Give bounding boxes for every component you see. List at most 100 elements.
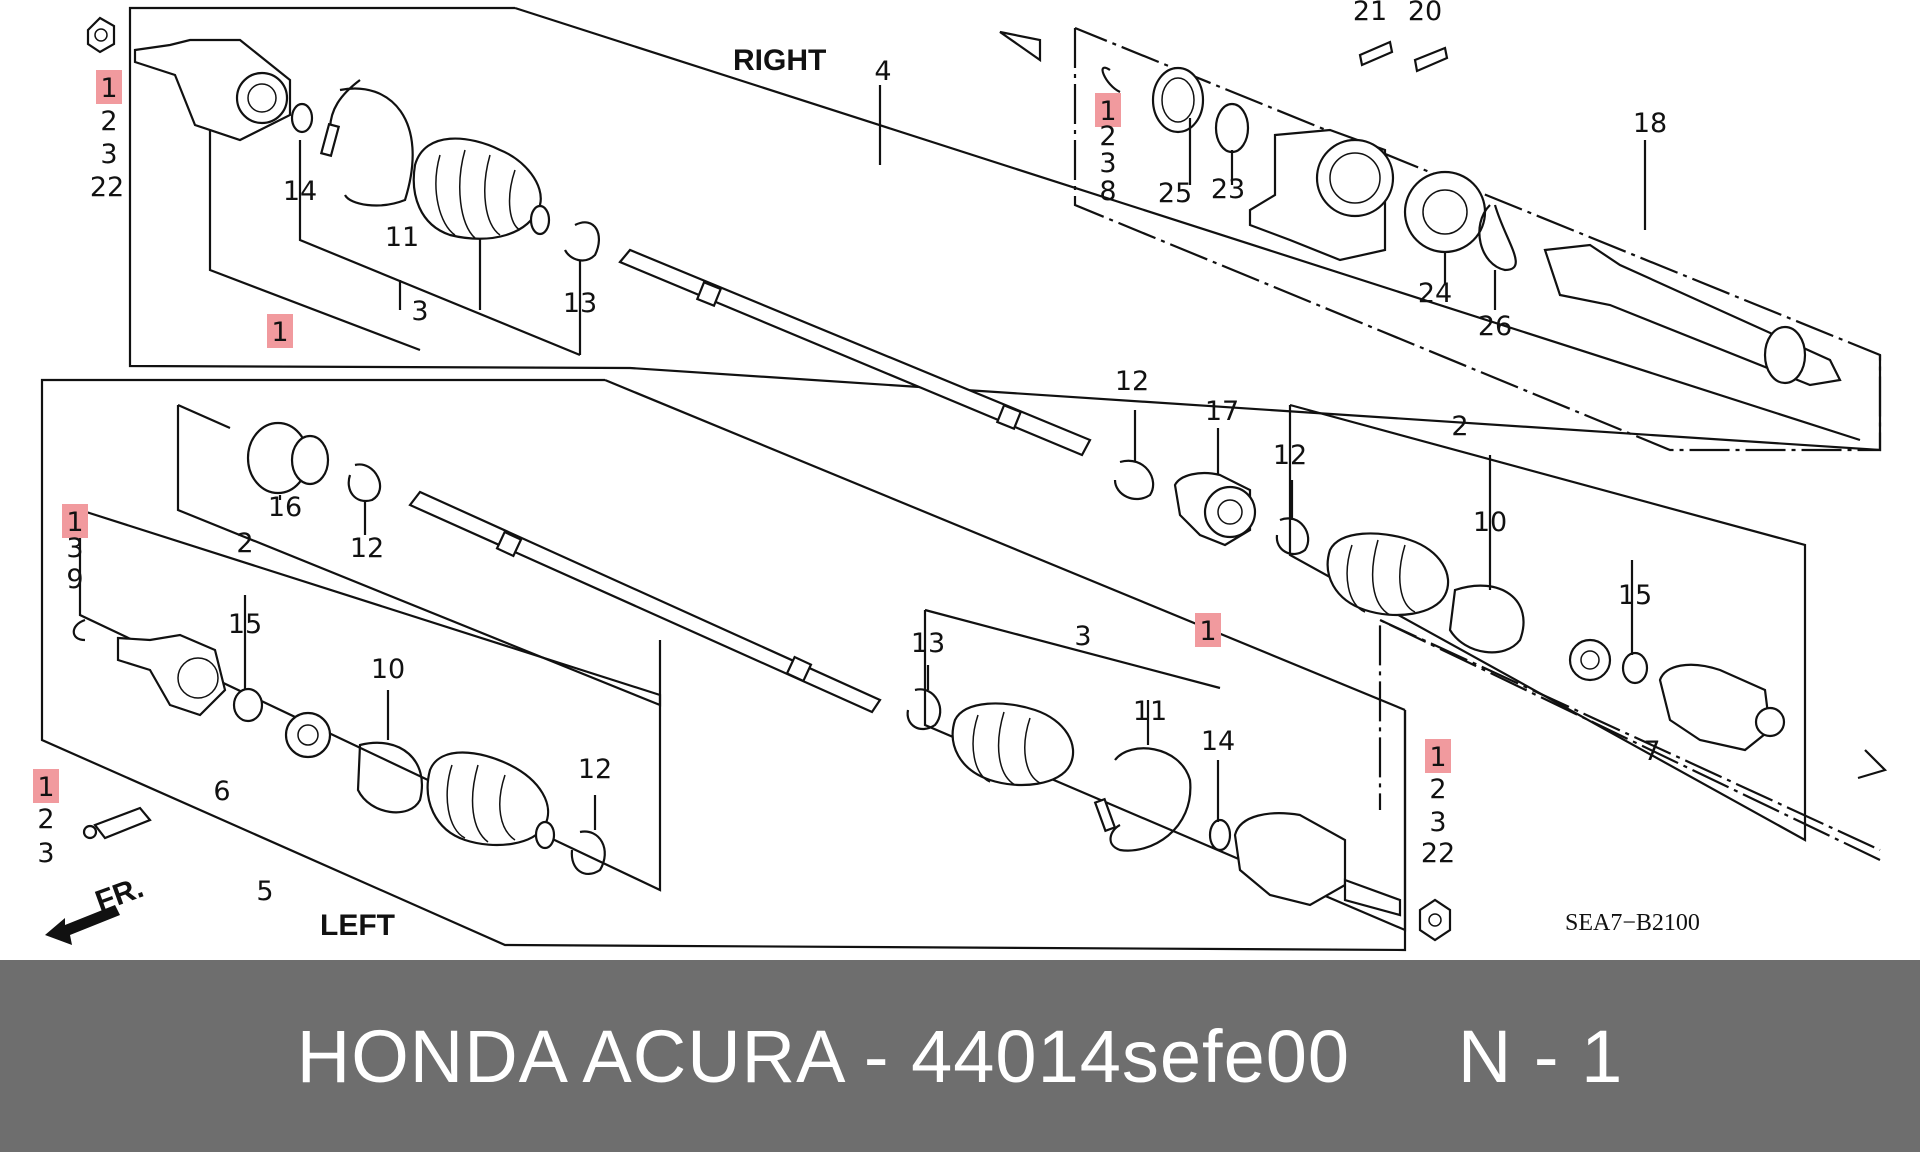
footer-bar: HONDA ACURA - 44014sefe00 N - 1 <box>0 960 1920 1152</box>
callout-6: 6 <box>213 776 230 807</box>
left-inner-kit-box <box>176 405 662 707</box>
leader-14 <box>298 140 581 357</box>
callout-number: 2 <box>1099 121 1116 152</box>
callout-15: 15 <box>228 609 262 640</box>
callout-12: 12 <box>578 754 612 785</box>
callout-number: 8 <box>1099 176 1116 207</box>
callout-highlight <box>96 70 122 104</box>
callout-number: 3 <box>1429 807 1446 838</box>
callout-3: 3 <box>100 139 117 170</box>
callout-number: 22 <box>1421 838 1455 869</box>
callout-number: 10 <box>371 654 405 685</box>
boot-band-10-left <box>356 741 423 814</box>
right-inner-boot-folds <box>1346 539 1416 616</box>
lower-outer-boot <box>951 702 1075 787</box>
callout-7: 7 <box>1643 736 1660 767</box>
seal-25-inner <box>1161 77 1195 123</box>
right-outer-boot <box>412 137 542 240</box>
callout-number: 1 <box>37 772 54 803</box>
callout-number: 10 <box>1473 507 1507 538</box>
callout-number: 14 <box>1201 726 1235 757</box>
callout-number: 2 <box>1451 411 1468 442</box>
callout-13: 13 <box>563 288 597 319</box>
right-outboard-joint-face <box>235 71 289 125</box>
callout-number: 2 <box>236 528 253 559</box>
right-outer-ring-14 <box>290 102 314 134</box>
left-axis <box>1379 619 1881 851</box>
callout-1: 1 <box>1095 93 1121 127</box>
callout-23: 23 <box>1211 174 1245 205</box>
boot-band-10-right <box>1448 584 1525 654</box>
callout-highlight <box>1195 613 1221 647</box>
callout-number: 23 <box>1211 174 1245 205</box>
callout-number: 22 <box>90 172 124 203</box>
left-inner-boot <box>426 751 550 847</box>
callout-16: 16 <box>268 492 302 523</box>
callout-number: 25 <box>1158 178 1192 209</box>
callout-13: 13 <box>911 628 945 659</box>
callout-9: 9 <box>66 564 83 595</box>
callout-number: 3 <box>66 533 83 564</box>
callout-3: 3 <box>411 296 428 327</box>
ring-15-left <box>232 687 264 723</box>
callout-24: 24 <box>1418 278 1452 309</box>
callout-1: 1 <box>96 70 122 104</box>
bolt-20 <box>1413 46 1449 73</box>
left-inner-boot-folds <box>446 764 516 843</box>
callout-highlight <box>33 769 59 803</box>
callout-3: 3 <box>37 838 54 869</box>
boot-band-12-left-bottom <box>570 830 606 875</box>
callout-12: 12 <box>1273 440 1307 471</box>
callout-26: 26 <box>1478 311 1512 342</box>
bolt-21 <box>1358 40 1394 67</box>
callout-1: 1 <box>33 769 59 803</box>
callout-number: 9 <box>66 564 83 595</box>
callout-number: 24 <box>1418 278 1452 309</box>
callout-12: 12 <box>350 533 384 564</box>
boot-band-12-right-kit <box>1275 517 1310 556</box>
boot-band-11-top <box>339 87 414 207</box>
left-inner-boot-neck <box>534 820 556 850</box>
lower-kit-top <box>924 608 1221 690</box>
callout-1: 1 <box>1425 739 1451 773</box>
callout-number: 13 <box>563 288 597 319</box>
callout-number: 26 <box>1478 311 1512 342</box>
callout-number: 3 <box>37 838 54 869</box>
callout-number: 3 <box>411 296 428 327</box>
callout-highlight <box>1095 93 1121 127</box>
left-shaft-frame-top <box>604 378 1406 712</box>
callout-number: 4 <box>874 56 891 87</box>
leader-1b <box>208 130 421 352</box>
boot-band-11-clip <box>319 122 341 158</box>
callout-number: 14 <box>283 176 317 207</box>
left-direction-arrow <box>1857 749 1888 780</box>
callout-number: 12 <box>578 754 612 785</box>
left-inboard-joint <box>116 633 227 717</box>
dynamic-damper-16-face <box>290 434 330 486</box>
inboard-joint-17-face <box>1203 485 1257 539</box>
callout-2: 2 <box>236 528 253 559</box>
callout-22: 22 <box>90 172 124 203</box>
callout-2: 2 <box>100 106 117 137</box>
spider-6 <box>284 711 332 759</box>
callout-2: 2 <box>1451 411 1468 442</box>
callout-21: 21 <box>1353 0 1387 27</box>
footer-part-number: HONDA ACURA - 44014sefe00 N - 1 <box>296 1014 1624 1098</box>
boot-band-12-center <box>1113 459 1155 501</box>
callout-highlight <box>267 314 293 348</box>
lower-outer-boot-folds <box>972 711 1041 786</box>
right-shaft-frame-top <box>514 6 1861 442</box>
half-shaft-18-dust-seal <box>1763 325 1807 385</box>
left-shaft-collar-a <box>495 530 523 558</box>
callout-1: 1 <box>267 314 293 348</box>
callout-number: 3 <box>100 139 117 170</box>
inboard-joint-17-bore <box>1217 499 1243 525</box>
callout-number: 7 <box>1643 736 1660 767</box>
callout-25: 25 <box>1158 178 1192 209</box>
left-inboard-joint-bore <box>177 657 219 699</box>
grease-tube <box>93 806 152 840</box>
callout-11: 11 <box>1133 696 1167 727</box>
callout-number: 20 <box>1408 0 1442 27</box>
front-direction-arrow <box>45 905 120 945</box>
